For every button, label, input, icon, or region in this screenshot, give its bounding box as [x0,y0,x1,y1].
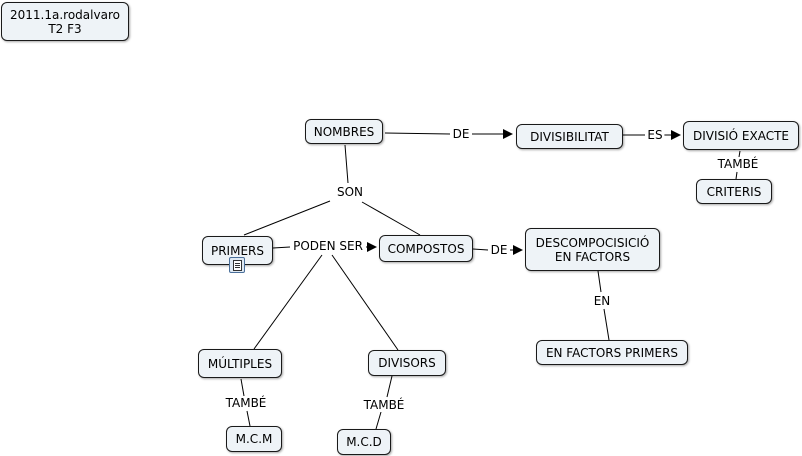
link-en-enfactors [603,308,610,341]
source-line-1: 2011.1a.rodalvaro [10,7,120,22]
concept-en-factors-primers[interactable]: EN FACTORS PRIMERS [536,340,688,365]
link-label-tambe-2: TAMBÉ [223,396,269,410]
concept-divisors-label: DIVISORS [378,356,436,370]
concept-divisibilitat-label: DIVISIBILITAT [530,129,609,144]
link-label-tambe-1: TAMBÉ [715,157,761,171]
link-label-poden-ser: PODEN SER [291,239,365,253]
concept-mcd[interactable]: M.C.D [337,429,391,455]
link-son-primers [243,200,331,236]
concept-mcd-label: M.C.D [346,435,382,449]
link-tambe-mcm [246,410,251,427]
link-multiples-tambe [240,378,245,397]
link-divisio-tambe [738,150,741,158]
concept-descomposicio[interactable]: DESCOMPOCISICIÓ EN FACTORS [525,228,660,271]
link-son-compostos [361,201,421,236]
concept-divisors[interactable]: DIVISORS [368,350,446,376]
concept-mcm[interactable]: M.C.M [226,426,282,452]
link-tambe-mcd [375,411,382,430]
source-box[interactable]: 2011.1a.rodalvaro T2 F3 [1,2,129,41]
link-tambe-criteris [735,171,738,180]
concept-nombres-label: NOMBRES [313,124,375,139]
link-podenser-divisors [331,254,399,351]
link-nombres-son [344,144,349,184]
concept-criteris-label: CRITERIS [706,184,762,199]
concept-descomposicio-label: DESCOMPOCISICIÓ EN FACTORS [535,235,650,264]
concept-divisibilitat[interactable]: DIVISIBILITAT [516,124,623,149]
link-label-de-2: DE [488,243,510,257]
link-podenser-multiples [253,254,323,350]
source-line-2: T2 F3 [48,21,82,36]
link-label-en: EN [591,294,613,308]
concept-criteris[interactable]: CRITERIS [696,179,772,204]
concept-mcm-label: M.C.M [235,432,273,446]
concept-compostos[interactable]: COMPOSTOS [379,235,473,262]
concept-divisio-exacte[interactable]: DIVISIÓ EXACTE [683,121,799,150]
concept-en-factors-primers-label: EN FACTORS PRIMERS [545,345,679,360]
link-label-son: SON [334,185,366,199]
concept-compostos-label: COMPOSTOS [387,241,465,256]
document-icon[interactable] [229,257,245,273]
link-nombres-de [384,132,451,135]
link-divisors-tambe [386,375,393,398]
link-label-de-1: DE [450,127,472,141]
link-primers-podenser [272,246,291,249]
link-descomp-en [597,270,602,293]
concept-primers-label: PRIMERS [210,243,264,258]
concept-multiples[interactable]: MÚLTIPLES [198,349,282,378]
link-label-tambe-3: TAMBÉ [361,398,407,412]
link-compostos-de [472,248,489,251]
concept-divisio-exacte-label: DIVISIÓ EXACTE [692,128,790,143]
concept-nombres[interactable]: NOMBRES [305,119,383,144]
concept-multiples-label: MÚLTIPLES [207,356,273,371]
link-label-es: ES [645,128,665,142]
